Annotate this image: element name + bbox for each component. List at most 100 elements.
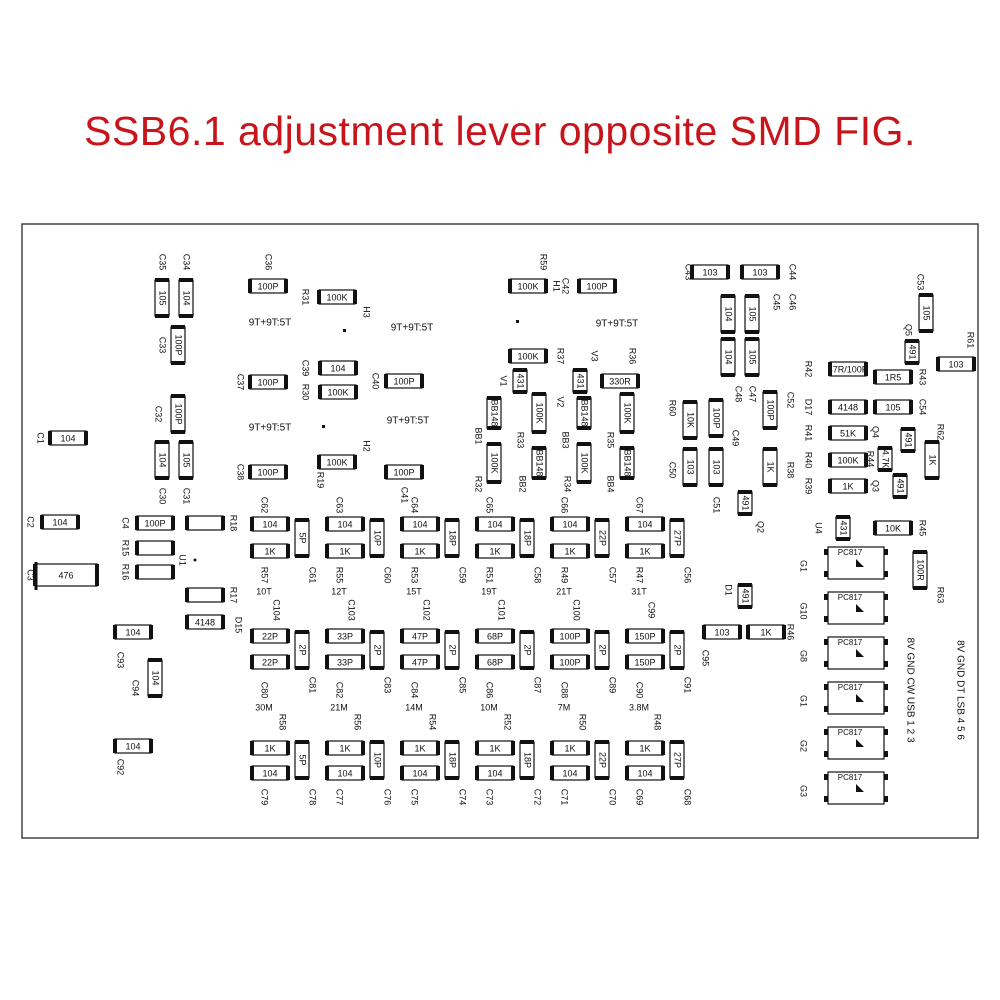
pad [135, 541, 139, 555]
ref-designator: C48 [734, 386, 744, 403]
optocoupler-PC817 [827, 726, 885, 760]
coil-dot [322, 425, 325, 428]
pad [76, 515, 80, 529]
ref-designator: C65 [485, 497, 495, 514]
optocoupler-label: PC817 [838, 593, 863, 602]
part-value: 100P [393, 376, 414, 386]
ref-designator: R47 [635, 567, 645, 584]
optocoupler-PC817 [827, 591, 885, 625]
pad [690, 265, 694, 279]
optocoupler-label: PC817 [838, 638, 863, 647]
pad [709, 434, 723, 438]
pad [884, 571, 888, 577]
part-value: 100K [535, 402, 545, 423]
ref-designator: C4 [121, 517, 131, 529]
ref-designator: C47 [748, 386, 758, 403]
pad [625, 741, 629, 755]
pad [532, 476, 546, 480]
ref-designator: C1 [36, 432, 46, 444]
pad [670, 740, 684, 744]
pad [325, 741, 329, 755]
ref-designator: R54 [428, 714, 438, 731]
pad [873, 370, 877, 384]
pad [511, 544, 515, 558]
band-label: 10M [480, 702, 498, 712]
pad [586, 741, 590, 755]
pad [661, 766, 665, 780]
pad [661, 544, 665, 558]
pad [670, 630, 684, 634]
pad [436, 517, 440, 531]
part-value: 100R [916, 559, 926, 581]
pad [325, 629, 329, 643]
ref-designator: R19 [316, 472, 326, 489]
pad [40, 515, 44, 529]
part-value: 150P [634, 631, 655, 641]
pad [595, 776, 609, 780]
pad [620, 392, 634, 396]
pad [295, 776, 309, 780]
pad [577, 396, 591, 400]
pad [487, 442, 501, 446]
pad [284, 279, 288, 293]
optocoupler-label: PC817 [838, 683, 863, 692]
part-value: 104 [637, 519, 652, 529]
ref-designator: C75 [410, 789, 420, 806]
pad [864, 479, 868, 493]
ref-designator: V3 [590, 350, 600, 361]
pad [248, 279, 252, 293]
inductor-turns: 12T [331, 586, 347, 596]
part-value: 104 [182, 290, 192, 305]
pad [738, 605, 752, 609]
pad [878, 446, 892, 450]
pad [135, 516, 139, 530]
part-value: 1K [339, 743, 350, 753]
part-value: 104 [562, 519, 577, 529]
ref-designator: R15 [121, 540, 131, 557]
band-label: 3.8M [629, 702, 649, 712]
part-value: 18P [523, 752, 533, 768]
pad [782, 625, 786, 639]
pad [884, 639, 888, 645]
part-value: 104 [337, 519, 352, 529]
ref-designator: R53 [410, 567, 420, 584]
pad [864, 426, 868, 440]
part-value: 100P [257, 281, 278, 291]
pad [179, 314, 193, 318]
pad [620, 446, 634, 450]
part-value: 100K [517, 281, 538, 291]
pad [354, 361, 358, 375]
pad [361, 741, 365, 755]
pad [318, 385, 322, 399]
pad [436, 766, 440, 780]
pad [513, 368, 527, 372]
part-value: 1K [489, 743, 500, 753]
ref-designator: C46 [788, 294, 798, 311]
ref-designator: R51 [485, 567, 495, 584]
pad [325, 544, 329, 558]
ref-designator: R49 [560, 567, 570, 584]
pad [286, 544, 290, 558]
part-value: 103 [702, 267, 717, 277]
ref-designator: C36 [264, 254, 274, 271]
pad [824, 729, 828, 735]
pad [84, 431, 88, 445]
part-value: 491 [908, 344, 918, 359]
pad [400, 544, 404, 558]
ref-designator: R35 [606, 432, 616, 449]
ref-designator: C85 [458, 677, 468, 694]
ref-designator: C40 [371, 373, 381, 390]
pad [361, 517, 365, 531]
part-value: 1K [760, 627, 771, 637]
pad [661, 517, 665, 531]
part-value: 104 [412, 519, 427, 529]
part-value: 431 [839, 520, 849, 535]
part-value: 104 [562, 768, 577, 778]
part-value: 104 [337, 768, 352, 778]
pad [511, 741, 515, 755]
ref-designator: C54 [918, 399, 928, 416]
ref-designator: R36 [628, 348, 638, 365]
part-value: 22P [598, 752, 608, 768]
pad [149, 739, 153, 753]
pad [721, 337, 735, 341]
